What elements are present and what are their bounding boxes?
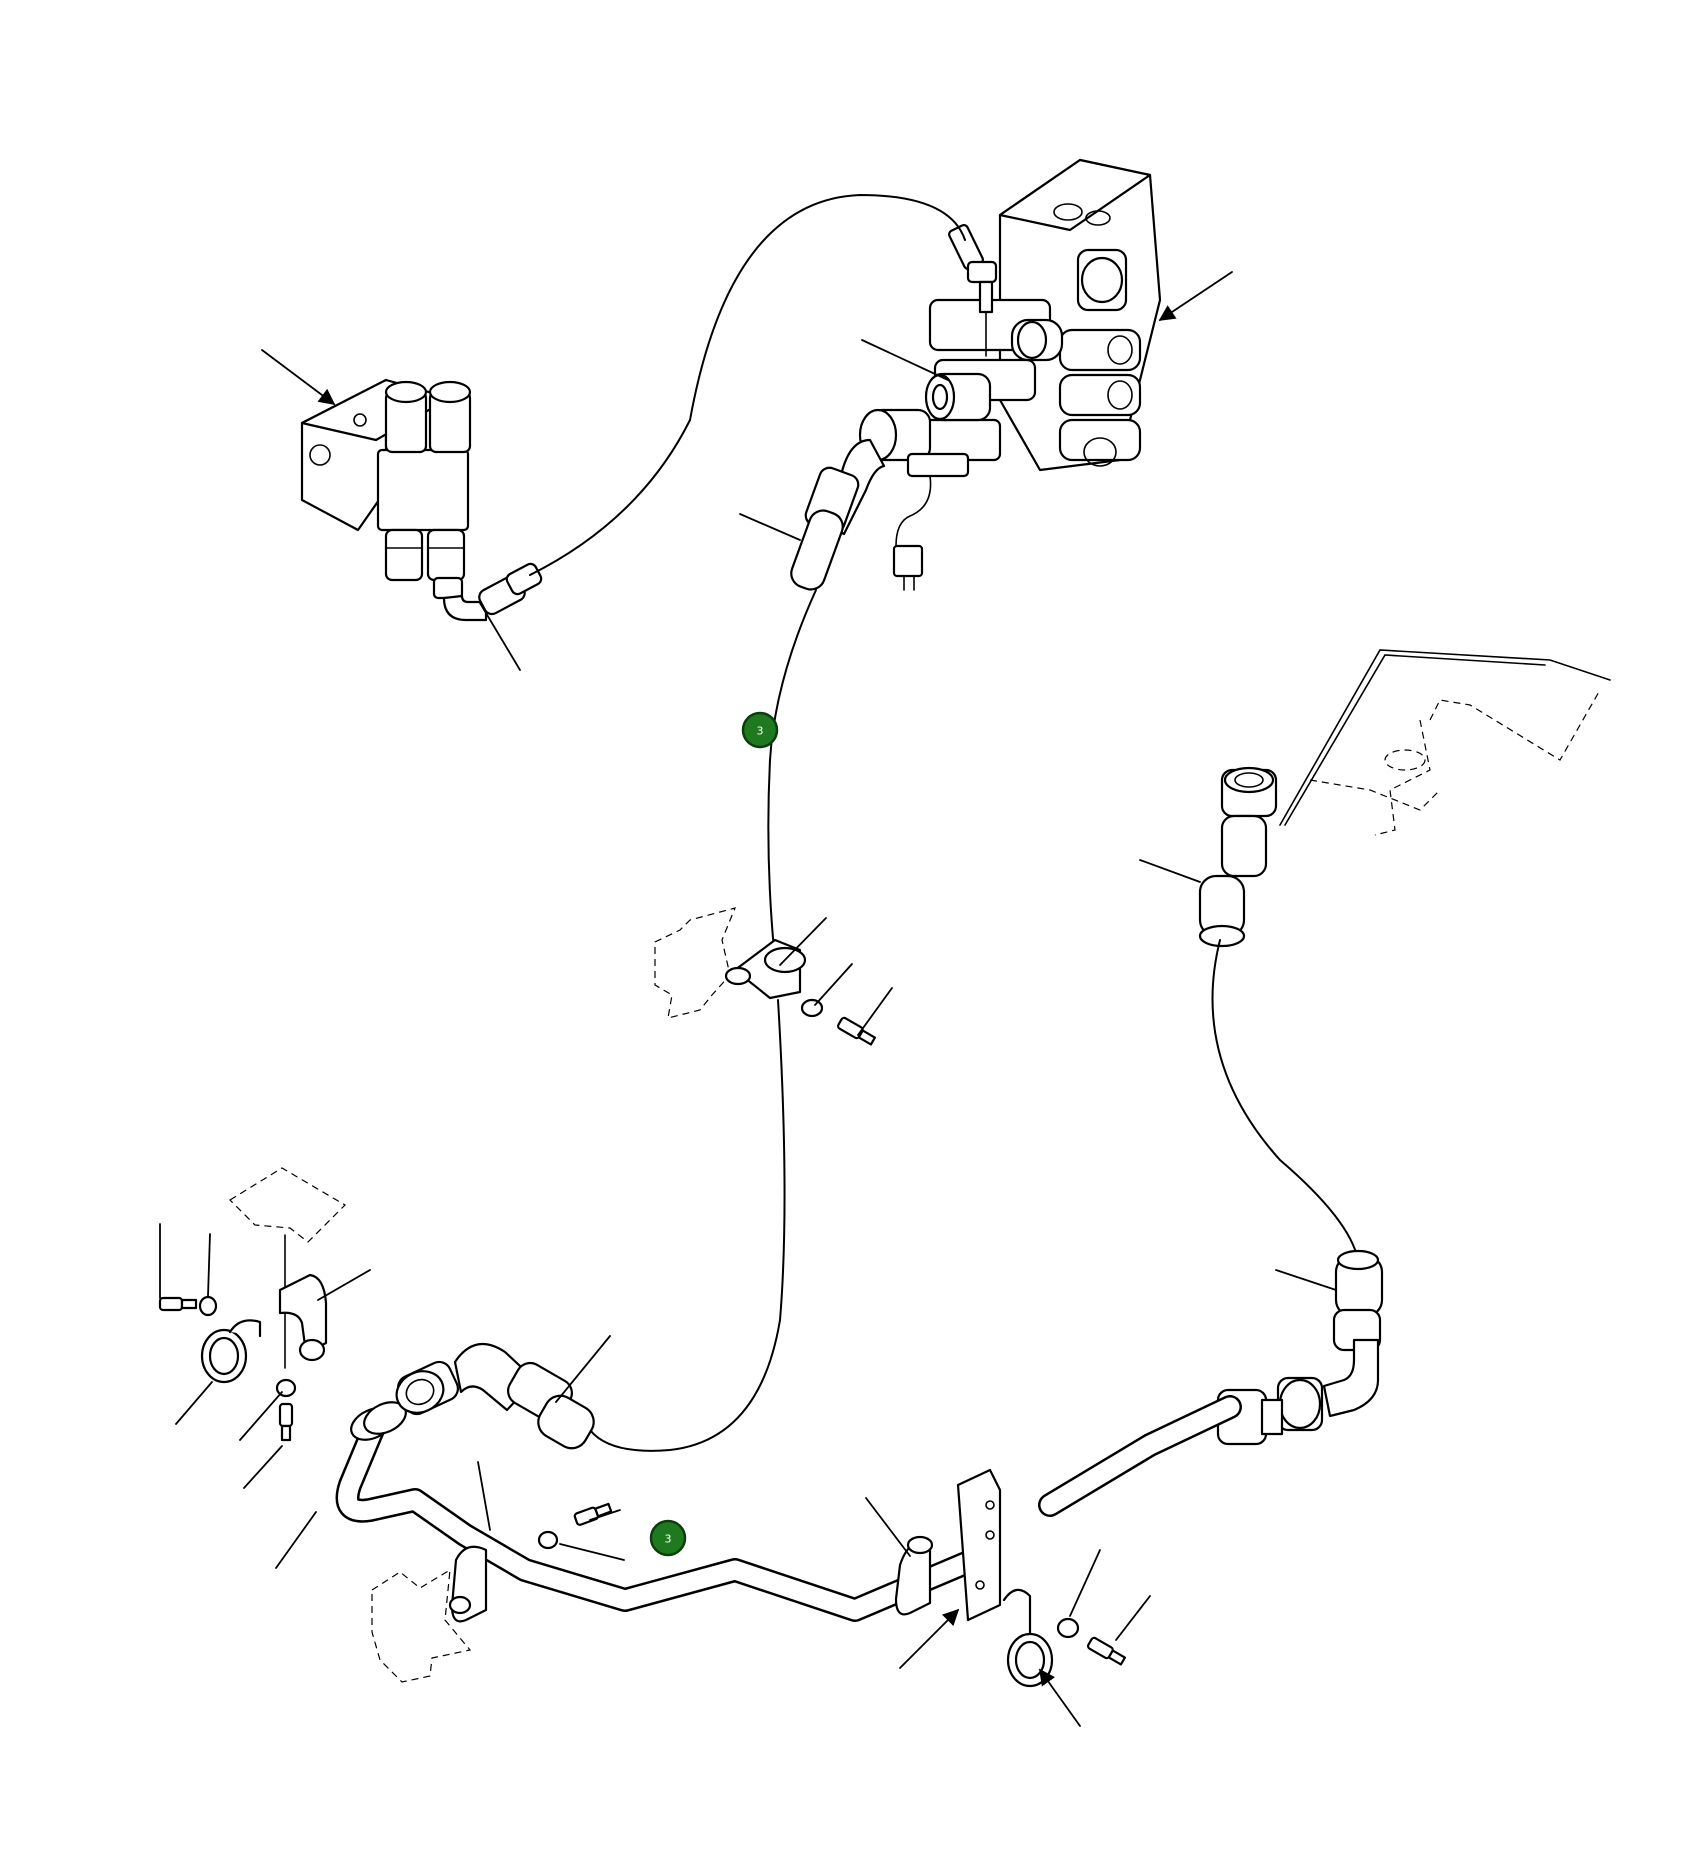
upper-right-elbow-fitting bbox=[948, 223, 998, 357]
elbow-fitting-lower bbox=[395, 1342, 595, 1450]
p-clip-lower-right bbox=[1002, 1588, 1127, 1688]
callout-badge-upper[interactable]: 3 bbox=[741, 711, 779, 749]
right-hose-lower-fitting bbox=[1216, 1249, 1384, 1446]
right-hose-upper-fitting bbox=[1198, 766, 1278, 948]
callout-badge-lower[interactable]: 3 bbox=[649, 1519, 687, 1557]
clamp-lower-right bbox=[894, 1535, 934, 1616]
callout-label-lower: 3 bbox=[665, 1533, 672, 1546]
callout-label-upper: 3 bbox=[757, 725, 764, 738]
pilot-hose-upper bbox=[529, 193, 966, 576]
return-pipe bbox=[335, 1395, 1242, 1622]
pipe-fitting-lower-left bbox=[350, 1401, 407, 1441]
hose-adapter-right bbox=[790, 372, 992, 591]
p-clip-mid bbox=[724, 938, 877, 1046]
arrow-pointer-icon bbox=[261, 271, 1233, 1727]
clamp-assembly-left bbox=[158, 1167, 346, 1442]
sensor-connector bbox=[892, 452, 970, 591]
clamp-lower-left bbox=[371, 1545, 488, 1683]
mounting-bracket-mid bbox=[654, 907, 737, 1019]
solenoid-valve-block bbox=[300, 378, 472, 582]
mounting-bracket-right bbox=[956, 1468, 1002, 1622]
hose-right bbox=[1211, 939, 1359, 1261]
pilot-hose-lower bbox=[589, 999, 786, 1452]
leader-lines bbox=[159, 339, 1337, 1641]
pilot-hose-main bbox=[767, 589, 817, 961]
elbow-fitting-left bbox=[432, 562, 543, 622]
control-valve-block bbox=[908, 158, 1162, 472]
bolt-washer-lower-mid bbox=[537, 1502, 613, 1550]
cab-panel-outline bbox=[1279, 649, 1611, 836]
